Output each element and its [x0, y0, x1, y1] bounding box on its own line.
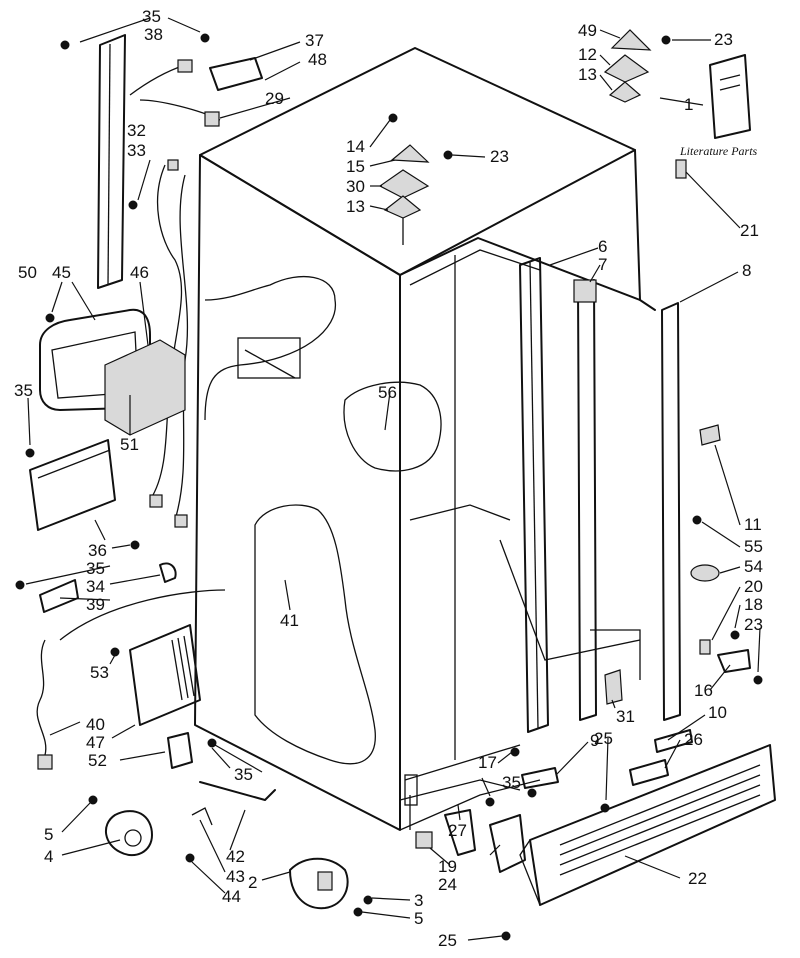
callout-23: 23: [744, 615, 763, 634]
callout-7: 7: [598, 255, 607, 274]
callout-13: 13: [578, 65, 597, 84]
callout-31: 31: [616, 707, 635, 726]
callout-25: 25: [438, 931, 457, 950]
callout-6: 6: [598, 237, 607, 256]
callout-25: 25: [594, 729, 613, 748]
callout-41: 41: [280, 611, 299, 630]
callout-18: 18: [744, 595, 763, 614]
callout-5: 5: [44, 825, 53, 844]
callout-52: 52: [88, 751, 107, 770]
callout-12: 12: [578, 45, 597, 64]
callout-9: 9: [590, 731, 599, 750]
callout-labels: 35 38 37 48 29 32 33 50 45 46 35 51 36 3…: [14, 7, 763, 950]
callout-56: 56: [378, 383, 397, 402]
callout-29: 29: [265, 89, 284, 108]
callout-3: 3: [414, 891, 423, 910]
callout-55: 55: [744, 537, 763, 556]
callout-22: 22: [688, 869, 707, 888]
callout-17: 17: [478, 753, 497, 772]
callout-24: 24: [438, 875, 457, 894]
callout-40: 40: [86, 715, 105, 734]
callout-27: 27: [448, 821, 467, 840]
callout-35: 35: [234, 765, 253, 784]
callout-45: 45: [52, 263, 71, 282]
callout-8: 8: [742, 261, 751, 280]
callout-1: 1: [684, 95, 693, 114]
screws: [15, 33, 763, 941]
callout-26: 26: [684, 730, 703, 749]
callout-32: 32: [127, 121, 146, 140]
callout-2: 2: [248, 873, 257, 892]
callout-42: 42: [226, 847, 245, 866]
callout-10: 10: [708, 703, 727, 722]
callout-23: 23: [490, 147, 509, 166]
callout-38: 38: [144, 25, 163, 44]
callout-14: 14: [346, 137, 365, 156]
callout-33: 33: [127, 141, 146, 160]
callout-49: 49: [578, 21, 597, 40]
callout-54: 54: [744, 557, 763, 576]
callout-51: 51: [120, 435, 139, 454]
callout-21: 21: [740, 221, 759, 240]
callout-30: 30: [346, 177, 365, 196]
callout-53: 53: [90, 663, 109, 682]
callout-35: 35: [142, 7, 161, 26]
callout-47: 47: [86, 733, 105, 752]
callout-4: 4: [44, 847, 53, 866]
callout-35: 35: [86, 559, 105, 578]
literature-parts-note: Literature Parts: [679, 144, 758, 158]
callout-48: 48: [308, 50, 327, 69]
callout-23: 23: [714, 30, 733, 49]
callout-15: 15: [346, 157, 365, 176]
callout-36: 36: [88, 541, 107, 560]
top-right-parts: [378, 29, 751, 673]
left-side-parts: [29, 34, 263, 857]
callout-5: 5: [414, 909, 423, 928]
callout-44: 44: [222, 887, 241, 906]
callout-50: 50: [18, 263, 37, 282]
leader-lines: [25, 17, 761, 941]
callout-35: 35: [14, 381, 33, 400]
callout-39: 39: [86, 595, 105, 614]
callout-20: 20: [744, 577, 763, 596]
callout-11: 11: [744, 515, 762, 534]
callout-37: 37: [305, 31, 324, 50]
callout-13: 13: [346, 197, 365, 216]
callout-46: 46: [130, 263, 149, 282]
callout-19: 19: [438, 857, 457, 876]
cabinet: [194, 47, 681, 831]
callout-43: 43: [226, 867, 245, 886]
callout-34: 34: [86, 577, 105, 596]
callout-16: 16: [694, 681, 713, 700]
callout-35: 35: [502, 773, 521, 792]
